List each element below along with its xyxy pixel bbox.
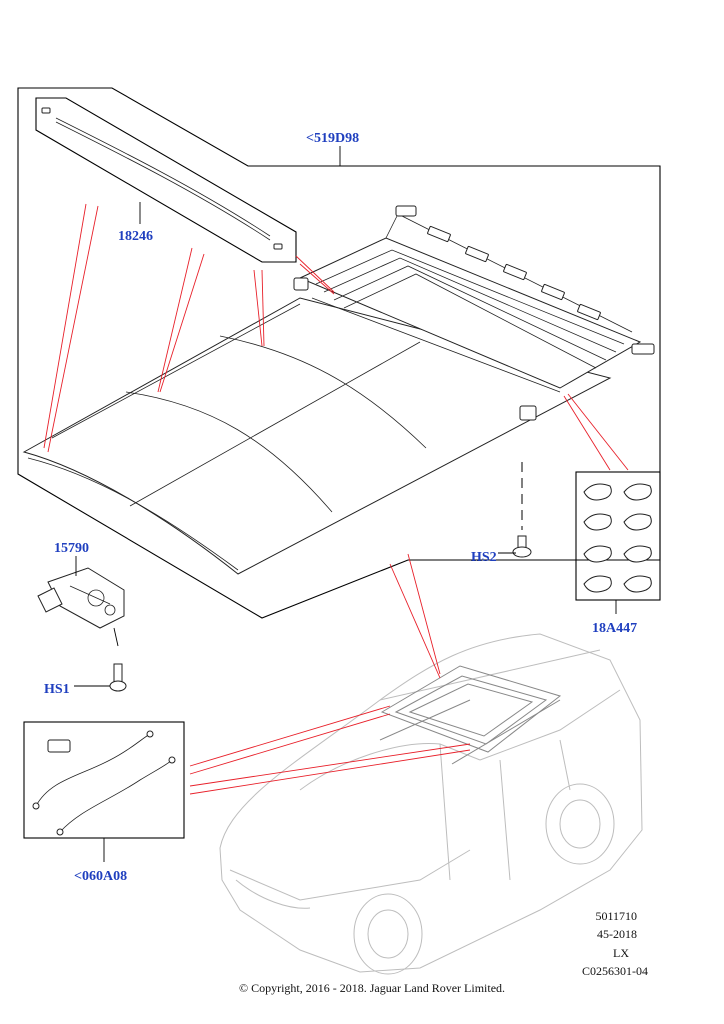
seal-frame: [35, 97, 297, 263]
screw-hs2: [512, 535, 532, 558]
pads-frame: [575, 471, 661, 601]
callout-sunroof-assembly: <519D98: [306, 131, 359, 146]
motor: [37, 567, 125, 629]
leader-lines: [43, 203, 629, 795]
seal-strip: [41, 107, 283, 250]
reference-line-1: 5011710: [595, 909, 637, 923]
callout-stems: [74, 146, 617, 862]
screw-hs1: [109, 663, 127, 692]
drain-tubes: [32, 730, 176, 836]
callout-screw-hs1: HS1: [44, 682, 70, 697]
callout-motor: 15790: [54, 541, 89, 556]
glass-frame: [293, 205, 655, 421]
drain-tubes-frame: [23, 721, 185, 839]
vehicle-outline: [219, 633, 643, 975]
reference-line-3: LX: [613, 946, 629, 960]
callout-drain-tubes: <060A08: [74, 869, 127, 884]
pads: [583, 483, 652, 593]
callout-screw-hs2: HS2: [471, 550, 497, 565]
headliner-panel: [22, 297, 612, 575]
reference-line-2: 45-2018: [597, 927, 637, 941]
callout-pads: 18A447: [592, 621, 637, 636]
copyright-notice: © Copyright, 2016 - 2018. Jaguar Land Ro…: [239, 981, 505, 995]
callout-seal: 18246: [118, 229, 153, 244]
reference-line-4: C0256301-04: [582, 964, 648, 978]
